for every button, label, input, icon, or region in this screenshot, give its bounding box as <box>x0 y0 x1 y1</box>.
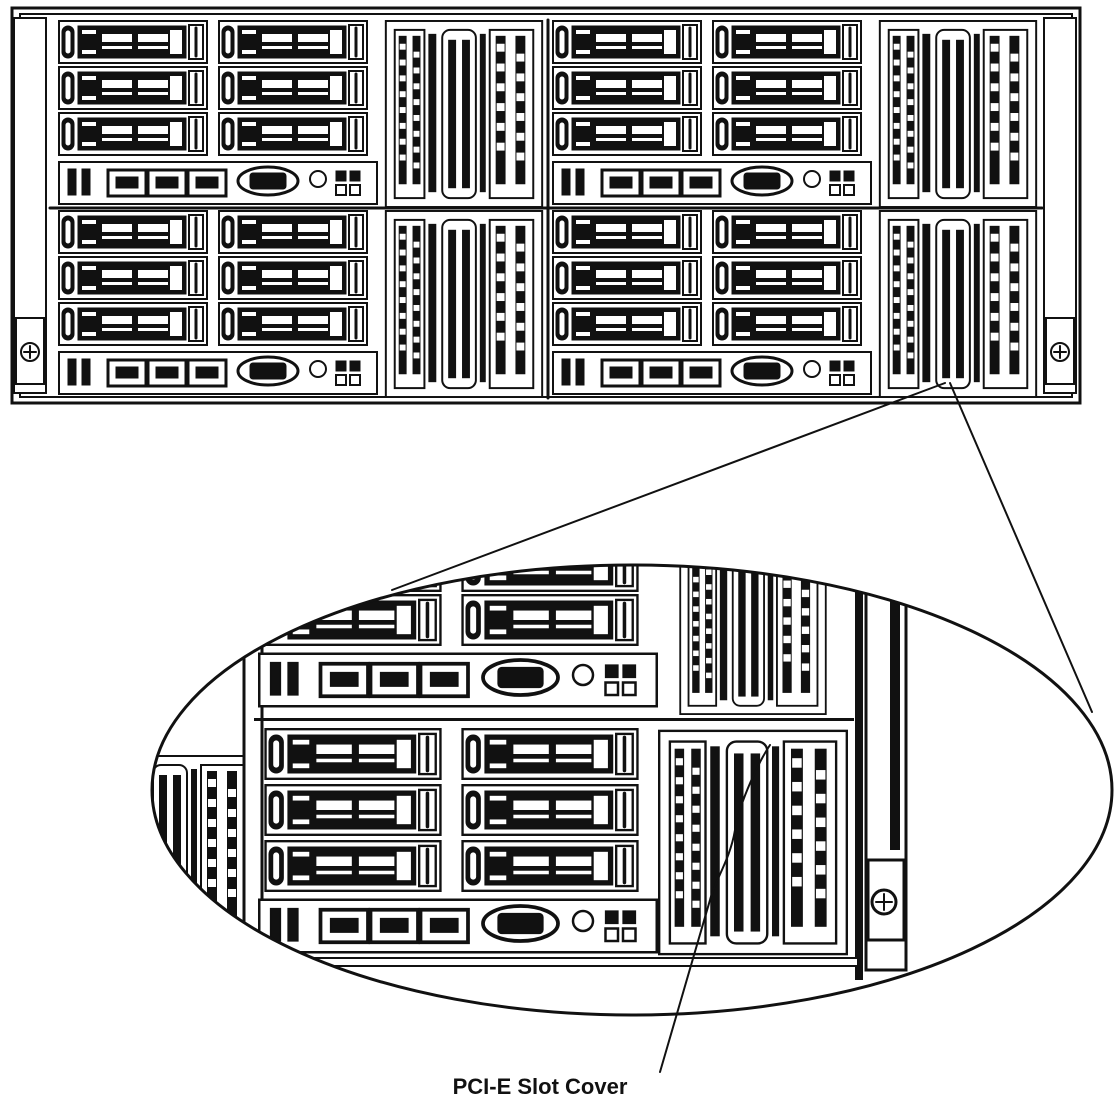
pci-e-slot-cover-label: PCI-E Slot Cover <box>452 1074 628 1099</box>
right-rack-ear <box>1043 17 1077 394</box>
chassis-front-view <box>10 6 1082 405</box>
node-3 <box>59 211 542 397</box>
node-1 <box>59 21 542 207</box>
pci-e-slot-cover <box>658 729 848 956</box>
node-4 <box>553 211 1036 397</box>
callout-leader-line <box>659 744 771 1073</box>
magnified-view <box>150 563 1114 1017</box>
zoom-callout-lines <box>391 382 1093 713</box>
node-2 <box>553 21 1036 207</box>
left-rack-ear <box>13 17 47 394</box>
